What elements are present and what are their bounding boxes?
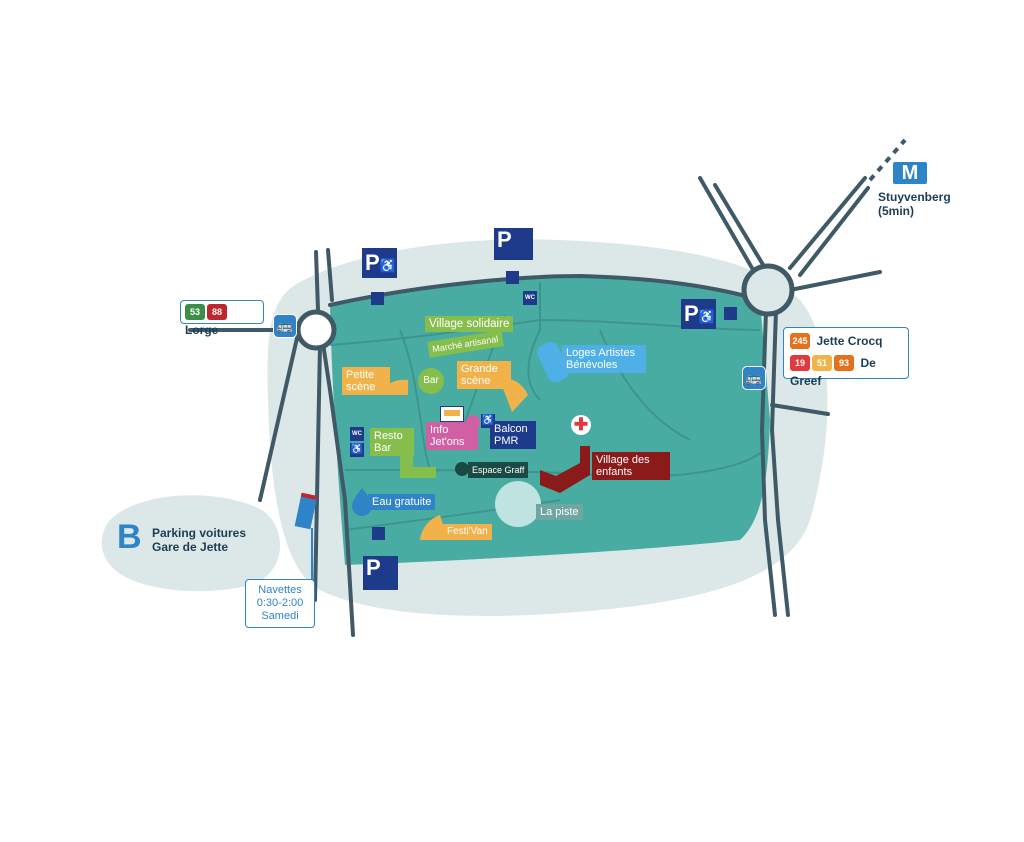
la-piste-label[interactable]: La piste bbox=[536, 504, 583, 520]
wheelchair-icon: ♿ bbox=[698, 309, 715, 324]
navettes-line2: 0:30-2:00 bbox=[256, 597, 304, 609]
metro-label: Stuyvenberg (5min) bbox=[878, 190, 951, 218]
wheelchair-icon: ♿ bbox=[379, 258, 396, 273]
la-piste-shape[interactable] bbox=[495, 481, 541, 527]
line-badge: 51 bbox=[812, 354, 832, 371]
line-badge: 19 bbox=[790, 354, 810, 371]
parking-pin bbox=[506, 271, 519, 284]
festivan-shape[interactable] bbox=[420, 515, 448, 540]
grande-scene-label[interactable]: Grande scène bbox=[457, 361, 511, 389]
line-badge: 88 bbox=[207, 303, 227, 320]
parking-b-icon[interactable]: B bbox=[117, 518, 142, 556]
roundabout-east bbox=[741, 263, 795, 317]
balcon-label[interactable]: Balcon PMR bbox=[490, 421, 536, 449]
wc-icon[interactable]: WC bbox=[523, 291, 537, 305]
navettes-box[interactable]: Navettes 0:30-2:00 Samedi bbox=[245, 579, 315, 628]
bus-icon[interactable]: 🚌 bbox=[273, 314, 297, 338]
petite-scene-label[interactable]: Petite scène bbox=[342, 367, 390, 395]
info-label[interactable]: Info Jet'ons bbox=[426, 422, 478, 450]
wheelchair-icon: ♿ bbox=[481, 414, 495, 428]
parking-pin bbox=[724, 307, 737, 320]
line-badge: 93 bbox=[834, 354, 854, 371]
navettes-line3: Samedi bbox=[261, 610, 299, 622]
stop-name: De Greef bbox=[790, 355, 876, 388]
parking-pin bbox=[372, 527, 385, 540]
metro-icon[interactable]: M bbox=[893, 162, 927, 184]
espace-graff-label[interactable]: Espace Graff bbox=[468, 462, 529, 478]
bar-shape[interactable] bbox=[418, 368, 444, 394]
navettes-stem bbox=[311, 528, 313, 580]
metro-dashes bbox=[868, 138, 907, 182]
eau-drop[interactable] bbox=[352, 488, 372, 516]
parking-pin bbox=[371, 292, 384, 305]
parking-voitures-line2: Gare de Jette bbox=[152, 540, 229, 554]
parking-pmr-north[interactable]: P♿ bbox=[362, 248, 397, 278]
stop-name: Lorge bbox=[185, 322, 219, 337]
parking-bike-north[interactable]: P bbox=[494, 228, 533, 260]
roundabout-west bbox=[295, 309, 337, 351]
bus-icon[interactable]: 🚌 bbox=[742, 366, 766, 390]
village-solidaire-label[interactable]: Village solidaire bbox=[425, 316, 514, 332]
metro-station: Stuyvenberg bbox=[878, 190, 951, 204]
navettes-line1: Navettes bbox=[258, 584, 302, 596]
parking-bike-south[interactable]: P bbox=[363, 556, 398, 590]
info-logo-icon bbox=[440, 406, 464, 422]
village-enfants-label[interactable]: Village des enfants bbox=[592, 452, 670, 480]
wheelchair-icon: ♿ bbox=[350, 443, 364, 457]
metro-time: (5min) bbox=[878, 204, 914, 218]
resto-bar-label[interactable]: Resto Bar bbox=[370, 428, 414, 456]
parking-halo bbox=[101, 495, 281, 592]
loges-label[interactable]: Loges Artistes Bénévoles bbox=[562, 345, 646, 373]
line-badge: 53 bbox=[185, 303, 205, 320]
bar-label[interactable]: Bar bbox=[423, 375, 439, 386]
village-enfants-shape[interactable] bbox=[540, 446, 590, 493]
loges-shape[interactable] bbox=[535, 339, 572, 385]
stop-name: Jette Crocq bbox=[816, 333, 883, 348]
eau-label[interactable]: Eau gratuite bbox=[368, 494, 436, 510]
wc-icon[interactable]: WC bbox=[350, 427, 364, 441]
festivan-label[interactable]: Festi'Van bbox=[443, 524, 492, 540]
first-aid-icon[interactable]: ✚ bbox=[571, 415, 591, 435]
parking-voitures-label: Parking voitures Gare de Jette bbox=[152, 526, 246, 554]
parking-voitures-line1: Parking voitures bbox=[152, 526, 247, 540]
line-badge: 245 bbox=[790, 332, 810, 349]
parking-pmr-east[interactable]: P♿ bbox=[681, 299, 716, 329]
espace-graff-dot[interactable] bbox=[455, 462, 469, 476]
